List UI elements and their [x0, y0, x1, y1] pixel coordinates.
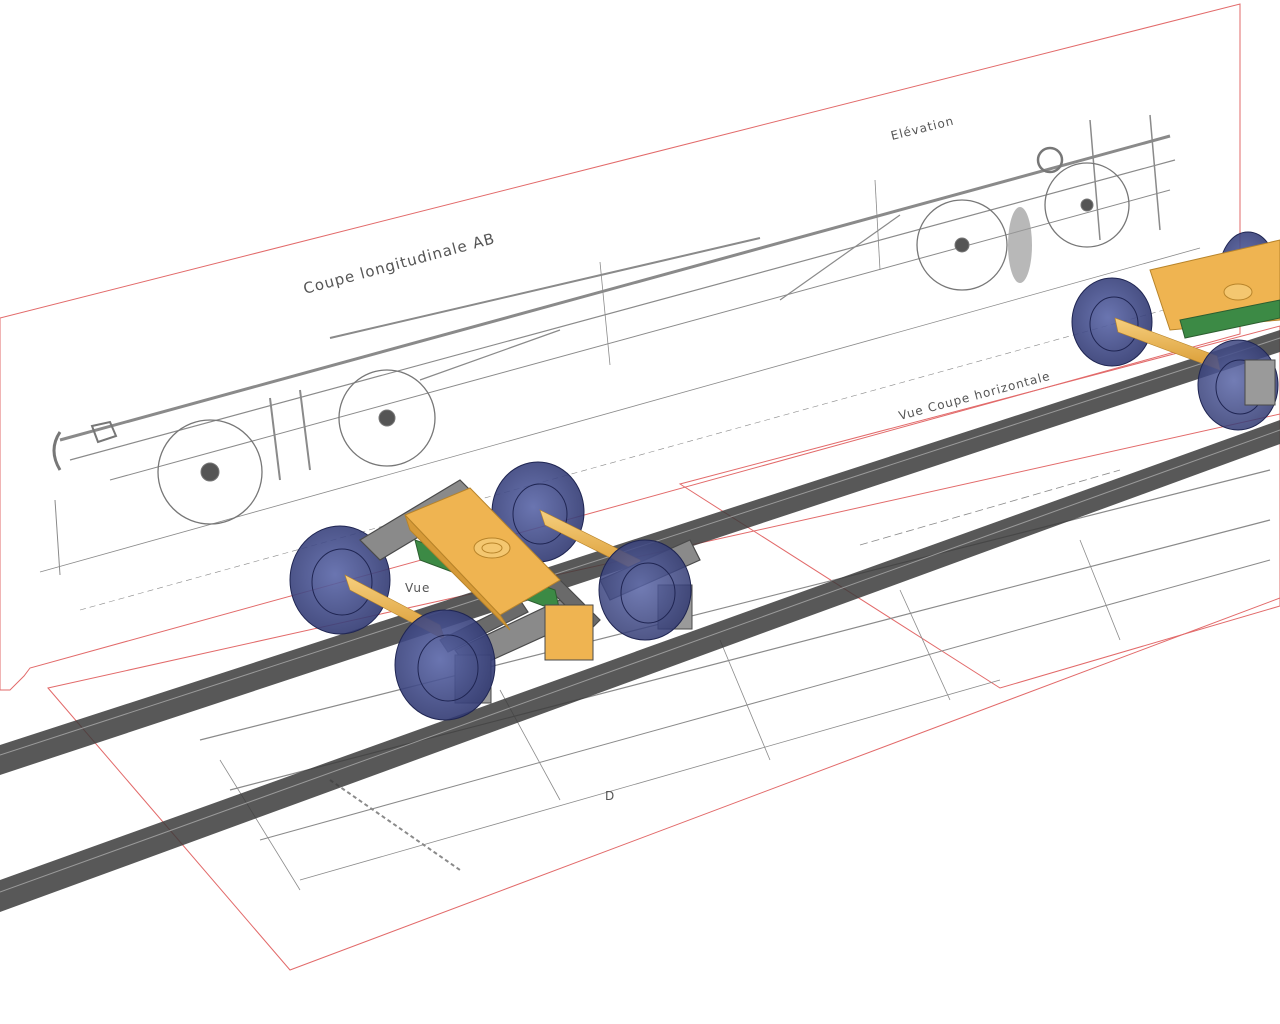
section-letter-label: D [605, 789, 615, 803]
bogie-secondary[interactable] [1071, 231, 1280, 431]
spring-plank [1179, 299, 1280, 339]
axle-box [1244, 359, 1276, 406]
wheel-near-right[interactable] [598, 539, 692, 641]
spring-box [544, 604, 594, 661]
wheel-far-left[interactable] [1071, 277, 1153, 367]
wheel-far-left[interactable] [289, 525, 391, 635]
bolster-beam [404, 487, 561, 631]
elevation-drawing-sheet: Coupe longitudinale AB Elévation [0, 3, 1241, 691]
elevation-wheels [52, 146, 1130, 525]
bogie-main[interactable]: Vue [289, 461, 701, 721]
vue-label: Vue [405, 581, 430, 595]
wheel-near-left[interactable] [394, 609, 496, 721]
